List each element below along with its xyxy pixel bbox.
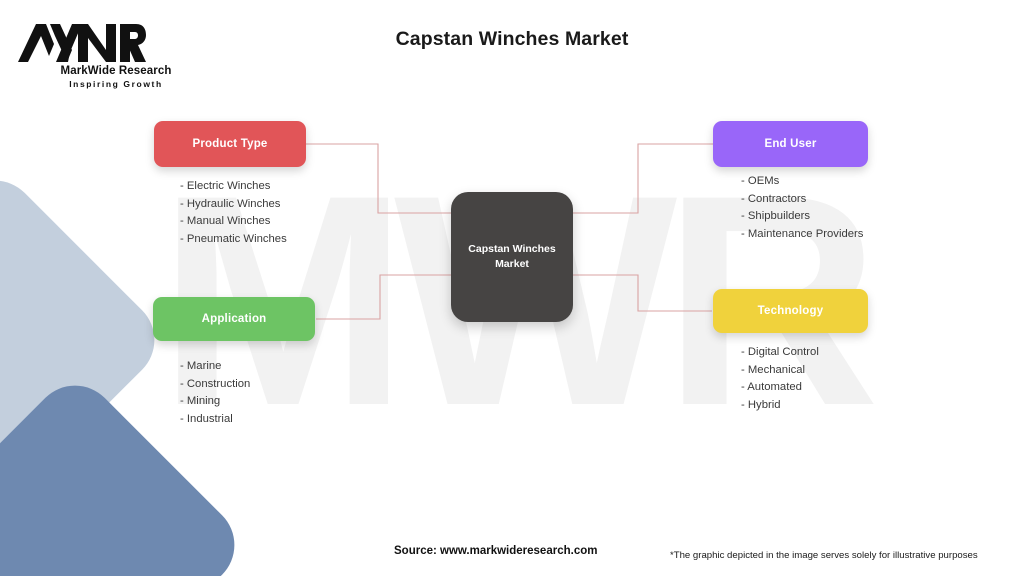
disclaimer-label: *The graphic depicted in the image serve… — [670, 550, 978, 561]
branch-title-end-user: End User — [764, 138, 817, 150]
mwr-logo-icon — [18, 24, 146, 62]
list-item: - Automated — [741, 381, 802, 393]
list-item: - Manual Winches — [180, 215, 271, 227]
branch-list-technology: - Digital Control - Mechanical - Automat… — [741, 344, 819, 414]
connector-product-type — [306, 143, 452, 214]
hub-label-line1: Capstan Winches — [468, 242, 556, 255]
branch-list-application: - Marine - Construction - Mining - Indus… — [180, 358, 250, 428]
source-label: Source: www.markwideresearch.com — [394, 545, 598, 557]
hub-label: Capstan Winches Market — [468, 242, 555, 272]
connector-technology — [572, 274, 712, 312]
hub-node[interactable]: Capstan Winches Market — [451, 192, 573, 322]
brand-tagline: Inspiring Growth — [69, 79, 163, 89]
hub-label-line2: Market — [495, 258, 529, 270]
branch-list-end-user: - OEMs - Contractors - Shipbuilders - Ma… — [741, 173, 863, 243]
list-item: - Construction — [180, 377, 251, 390]
list-item: - Hybrid — [741, 398, 781, 411]
branch-node-application[interactable]: Application — [153, 297, 315, 341]
brand-logo: MarkWide Research Inspiring Growth — [16, 22, 216, 89]
list-item: - Hydraulic Winches — [180, 197, 281, 210]
branch-list-product-type: - Electric Winches - Hydraulic Winches -… — [180, 178, 287, 248]
list-item: - Maintenance Providers — [741, 227, 864, 240]
branch-title-product-type: Product Type — [192, 138, 268, 150]
page-title: Capstan Winches Market — [395, 28, 629, 50]
list-item: - Mining — [180, 395, 221, 407]
list-item: - Industrial — [180, 412, 233, 425]
list-item: - Electric Winches — [180, 180, 271, 192]
list-item: - Digital Control — [741, 346, 819, 358]
list-item: - Mechanical — [741, 363, 806, 376]
list-item: - Marine — [180, 360, 222, 372]
branch-node-end-user[interactable]: End User — [713, 121, 868, 167]
brand-name: MarkWide Research — [60, 65, 172, 77]
list-item: - Pneumatic Winches — [180, 232, 287, 245]
list-item: - OEMs — [741, 175, 780, 187]
list-item: - Contractors — [741, 192, 807, 205]
connector-application — [316, 274, 452, 320]
branch-title-application: Application — [201, 313, 267, 325]
list-item: - Shipbuilders — [741, 210, 811, 222]
branch-title-technology: Technology — [757, 305, 824, 317]
connector-end-user — [572, 143, 718, 214]
branch-node-product-type[interactable]: Product Type — [154, 121, 306, 167]
branch-node-technology[interactable]: Technology — [713, 289, 868, 333]
